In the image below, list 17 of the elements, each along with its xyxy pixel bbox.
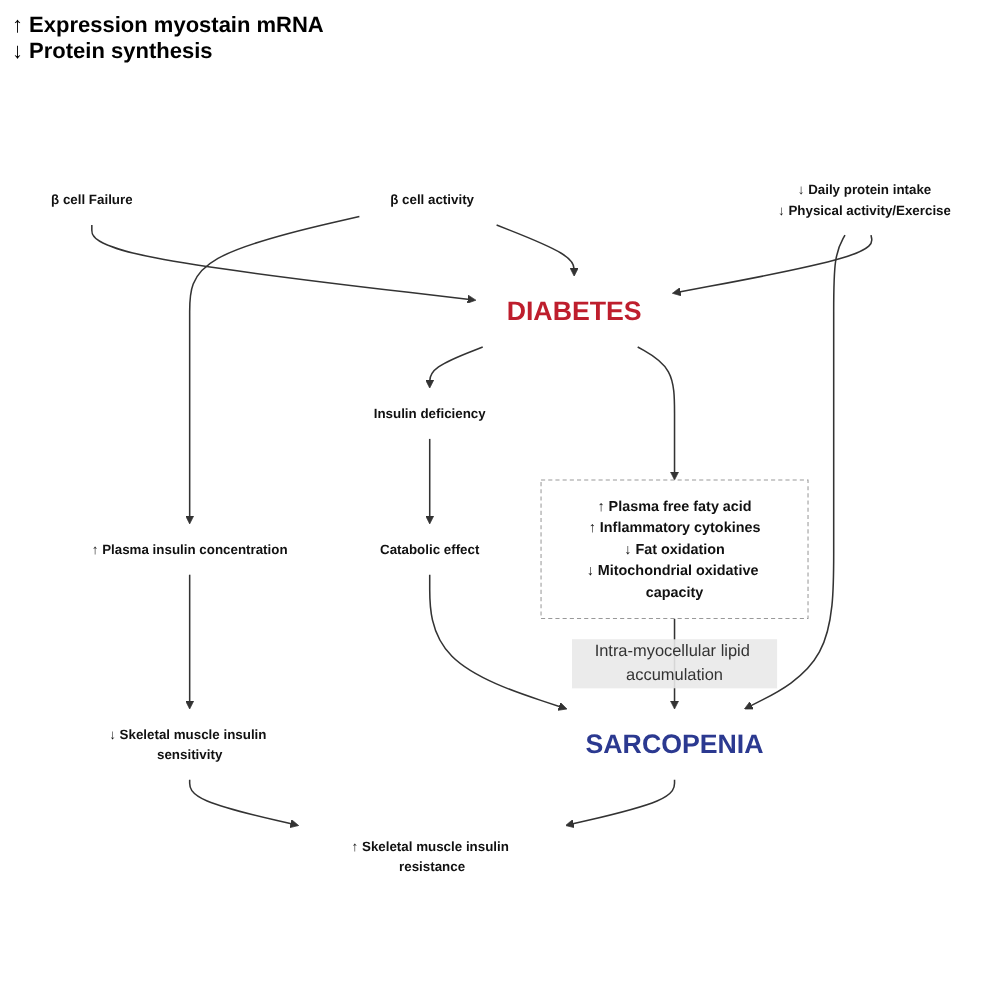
arrow (565, 778, 676, 828)
arrow (636, 345, 680, 480)
node-text: DIABETES (506, 294, 642, 326)
arrow (188, 778, 299, 828)
arrow (672, 233, 873, 296)
edge-label: Intra-myocellular lipid accumulation (594, 641, 750, 684)
arrow (425, 437, 435, 524)
arrow (185, 214, 361, 524)
arrow (495, 223, 579, 276)
arrow (744, 233, 846, 709)
note-text: ↑ Expression myostain mRNA (12, 14, 326, 38)
arrow (91, 223, 477, 303)
node-text: SARCOPENIA (585, 727, 764, 759)
arrow (425, 345, 484, 388)
arrow (428, 572, 568, 710)
arrow (185, 572, 195, 709)
note-text: ↓ Protein synthesis (12, 40, 215, 64)
